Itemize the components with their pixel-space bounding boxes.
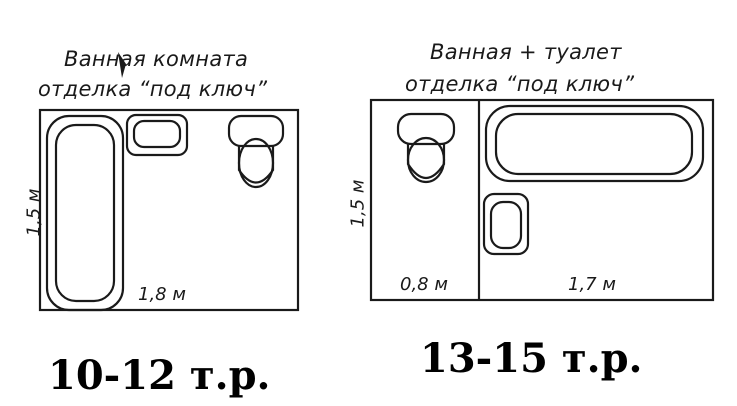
left-price: 10-12 т.р.	[48, 352, 271, 399]
left-sink-icon	[125, 113, 189, 157]
left-height-label: 1,5 м	[23, 188, 45, 237]
left-toilet-icon	[227, 114, 285, 189]
right-room-plan	[369, 98, 715, 302]
right-title-line2: отделка “под ключ”	[405, 72, 635, 96]
right-title-line1: Ванная + туалет	[430, 40, 622, 64]
right-sink-icon	[482, 192, 530, 256]
right-height-label: 1,5 м	[347, 179, 369, 228]
left-width-label: 1,8 м	[138, 284, 186, 305]
left-title-line1: Ванная комната	[64, 47, 249, 71]
left-room-outline	[38, 108, 300, 312]
cursor-mark-icon	[118, 52, 126, 78]
left-bathtub-icon	[45, 114, 125, 312]
toilet-room-width-label: 0,8 м	[400, 274, 448, 295]
right-toilet-icon	[396, 112, 456, 184]
bath-room-width-label: 1,7 м	[568, 274, 616, 295]
left-title-line2: отделка “под ключ”	[38, 77, 268, 101]
right-bathtub-icon	[484, 104, 705, 183]
right-price: 13-15 т.р.	[420, 335, 643, 382]
right-room-outline	[369, 98, 715, 302]
left-room-plan	[38, 108, 300, 312]
